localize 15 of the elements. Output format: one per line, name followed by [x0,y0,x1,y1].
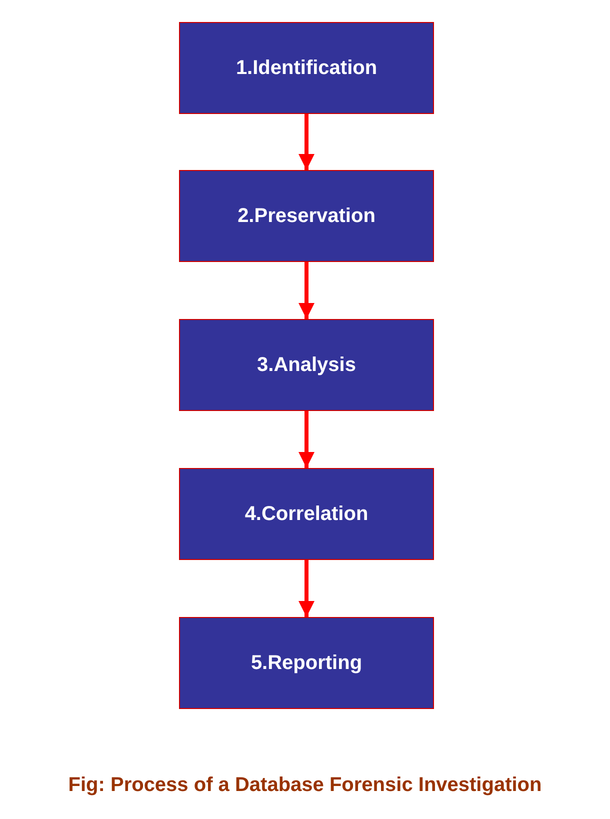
step-label: 3.Analysis [257,354,356,376]
step-label: 4.Correlation [244,502,368,526]
process-box [179,468,434,560]
arrow [298,114,314,170]
arrow [298,411,314,468]
figure-caption: Fig: Process of a Database Forensic Investigation [67,774,543,797]
process-box [179,22,434,114]
arrow [298,560,314,617]
step-label: 2.Preservation [238,204,376,228]
process-box [179,319,434,411]
step-label: 5.Reporting [250,652,362,674]
process-box [179,617,434,709]
arrow [298,262,314,319]
process-box [179,170,434,262]
step-label: 1.Identification [236,56,378,80]
